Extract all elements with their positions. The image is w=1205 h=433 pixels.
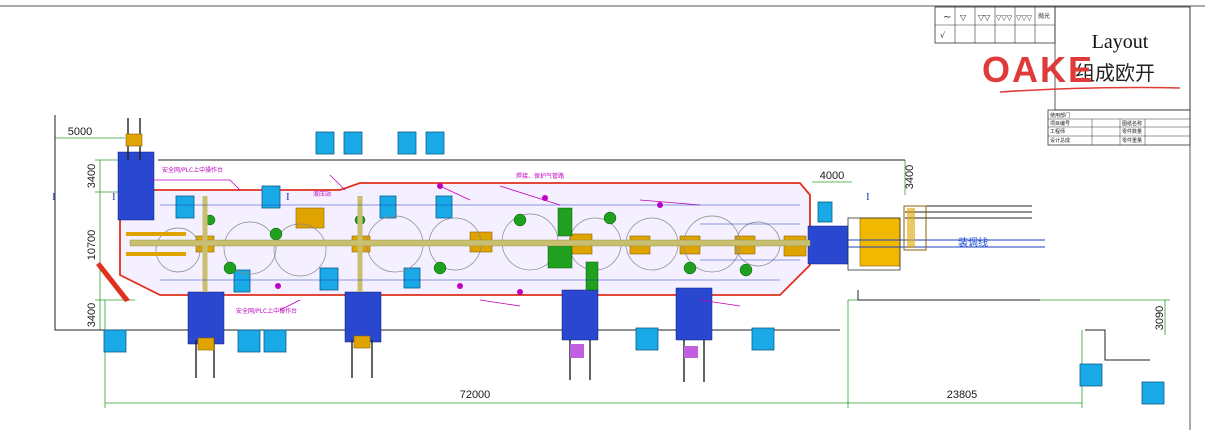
dim-bottom-gap: 3400 (86, 303, 98, 327)
svg-text:I: I (52, 191, 56, 203)
svg-text:I: I (286, 191, 290, 203)
roughness-symbol: ∼ (943, 12, 951, 23)
title-block: ∼ ▽ ▽▽ ▽▽▽ ▽▽▽ 抛光 √ Layout 组成欧开 OAKE 使用部… (934, 6, 1191, 146)
dim-right-bottom-gap: 3090 (1154, 306, 1166, 330)
transfer-line (126, 196, 811, 292)
conveyor-grids (117, 151, 849, 345)
label-hydraulic: 液压站 (313, 190, 331, 198)
dim-tail-length: 23805 (947, 389, 978, 401)
roughness-symbol: ▽▽ (978, 13, 991, 22)
tb-row-label: 项目编号 (1050, 120, 1070, 127)
label-gas-pipe: 焊接、保护气管路 (516, 172, 564, 180)
oake-logo: OAKE (982, 49, 1094, 90)
roughness-symbol: ▽▽▽ (996, 14, 1013, 22)
cell-frame (96, 182, 811, 302)
logo-swoosh (999, 86, 1181, 93)
dimension-texts: 72000 23805 5000 4000 3400 10700 3400 34… (68, 126, 1166, 401)
tb-row-label: 零件重量 (1122, 137, 1142, 144)
svg-text:I: I (866, 191, 870, 203)
dim-right-top-gap: 3400 (904, 165, 916, 189)
work-cells (103, 131, 1165, 405)
robots (204, 207, 753, 291)
markers: I I I I (52, 191, 870, 203)
roughness-symbol: ▽ (960, 13, 967, 22)
piping-parts (275, 183, 698, 358)
tb-row-label: 零件数量 (1122, 128, 1142, 135)
dim-total-length: 72000 (460, 389, 491, 401)
label-safety-fence-bottom: 安全网/PLC上中操作台 (236, 307, 297, 315)
label-safety-fence-top: 安全网/PLC上中操作台 (162, 166, 223, 174)
svg-text:I: I (112, 191, 116, 203)
cell-details (160, 204, 800, 281)
dim-left-offset: 5000 (68, 126, 92, 138)
assembly-line: 装调线 (847, 205, 1045, 271)
assembly-line-label: 装调线 (958, 236, 988, 249)
drawing-subtitle: 组成欧开 (1075, 61, 1155, 85)
tb-row-label: 图纸名称 (1122, 120, 1142, 127)
labels: 安全网/PLC上中操作台 安全网/PLC上中操作台 焊接、保护气管路 液压站 (162, 166, 564, 315)
dim-top-gap: 3400 (86, 164, 98, 188)
tb-row-label: 使用部门 (1050, 112, 1070, 119)
polish-label: 抛光 (1038, 12, 1050, 20)
tb-row-label: 设计总成 (1050, 137, 1070, 144)
dim-right-span: 4000 (820, 170, 844, 182)
piping (150, 174, 741, 311)
dim-body-width: 10700 (86, 230, 98, 261)
drawing-title: Layout (1092, 31, 1149, 53)
tb-row-label: 工程师 (1050, 128, 1065, 135)
roughness-symbol: √ (940, 31, 946, 40)
roughness-symbol: ▽▽▽ (1016, 14, 1033, 22)
